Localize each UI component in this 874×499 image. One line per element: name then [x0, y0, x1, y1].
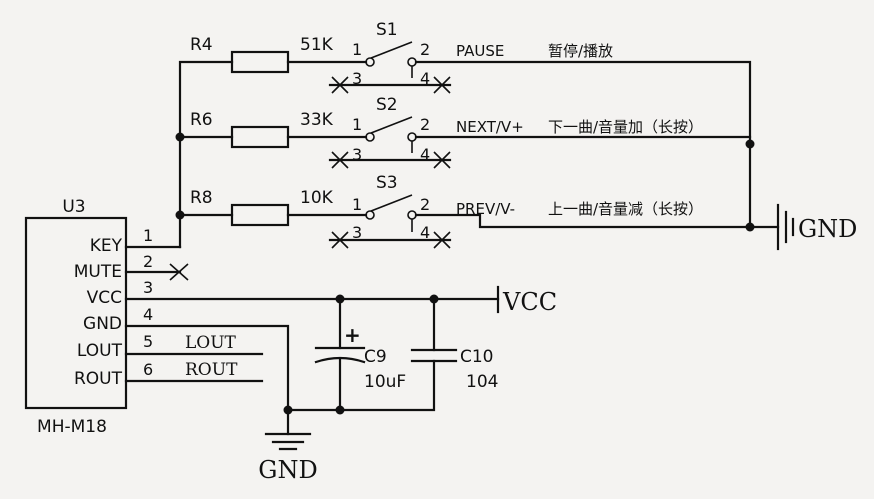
- pin-name-mute: MUTE: [74, 262, 122, 282]
- s3-pin3-no-connect: [331, 231, 349, 249]
- vcc-label: VCC: [502, 288, 557, 316]
- c10-value-label: 104: [466, 372, 498, 392]
- c9-polarity-mark: +: [344, 323, 361, 347]
- s1-pin1-num: 1: [352, 40, 362, 59]
- s1-ref-label: S1: [376, 20, 398, 40]
- s2-ref-label: S2: [376, 95, 398, 115]
- pin-name-lout: LOUT: [77, 341, 123, 361]
- s3-switch-lever: [370, 194, 413, 212]
- s3-contact-1: [365, 210, 375, 220]
- s1-pin3-num: 3: [352, 69, 362, 88]
- pin-num-2: 2: [143, 252, 153, 271]
- s2-net-label: NEXT/V+: [456, 118, 524, 136]
- s3-pin4-num: 4: [420, 223, 430, 242]
- s2-pin4-no-connect: [433, 151, 451, 169]
- mute-no-connect-mark: [169, 263, 189, 281]
- s2-switch-lever: [370, 116, 413, 134]
- junction-dot-c9-gnd: [335, 405, 345, 415]
- c9-plate-bottom: [314, 356, 366, 364]
- s2-pin1-num: 1: [352, 115, 362, 134]
- s2-pin2-num: 2: [420, 115, 430, 134]
- s3-pin1-num: 1: [352, 195, 362, 214]
- gnd-right-label: GND: [798, 215, 857, 243]
- rout-net-label: ROUT: [185, 360, 238, 380]
- r8-resistor: [230, 203, 290, 227]
- s1-function-label: 暂停/播放: [548, 42, 613, 60]
- gnd-wire: [124, 324, 290, 412]
- gnd-bottom-label: GND: [258, 456, 317, 484]
- c9-value-label: 10uF: [364, 372, 406, 392]
- s2-pin3-num: 3: [352, 145, 362, 164]
- u3-part-label: MH-M18: [37, 417, 107, 437]
- r8-value-label: 10K: [300, 188, 334, 208]
- pin-num-5: 5: [143, 332, 153, 351]
- s2-pin3-no-connect: [331, 151, 349, 169]
- button-row-pause: [178, 135, 234, 217]
- pin-name-key: KEY: [90, 236, 123, 256]
- s1-contact-1: [365, 57, 375, 67]
- c10-bottom-lead: [286, 359, 436, 412]
- s1-to-gnd-wire: [414, 60, 752, 229]
- s3-pin2-num: 2: [420, 195, 430, 214]
- r6-resistor: [230, 125, 290, 149]
- s1-switch-lever: [370, 41, 413, 59]
- r8-ref-label: R8: [190, 188, 213, 208]
- s3-pin3-num: 3: [352, 223, 362, 242]
- s3-function-label: 上一曲/音量减（长按）: [548, 200, 703, 218]
- s2-contact-1: [365, 132, 375, 142]
- pin-num-3: 3: [143, 278, 153, 297]
- s1-pin2-num: 2: [420, 40, 430, 59]
- c9-ref-label: C9: [364, 347, 387, 367]
- pin-num-6: 6: [143, 360, 153, 379]
- r6-value-label: 33K: [300, 110, 334, 130]
- s1-pin3-no-connect: [331, 76, 349, 94]
- u3-ref-label: U3: [62, 197, 85, 217]
- pin-num-1: 1: [143, 226, 153, 245]
- lout-net-label: LOUT: [185, 333, 237, 353]
- s1-pin4-num: 4: [420, 69, 430, 88]
- s2-pin4-num: 4: [420, 145, 430, 164]
- pin-name-rout: ROUT: [74, 369, 123, 389]
- r6-ref-label: R6: [190, 110, 213, 130]
- s2-function-label: 下一曲/音量加（长按）: [548, 118, 703, 136]
- junction-dot-s2-gnd: [745, 139, 755, 149]
- s1-pin4-no-connect: [433, 76, 451, 94]
- r4-resistor: [230, 50, 290, 74]
- s3-ref-label: S3: [376, 173, 398, 193]
- pin-num-4: 4: [143, 305, 153, 324]
- s1-contact-2: [407, 57, 417, 67]
- pin-name-gnd: GND: [83, 314, 122, 334]
- s3-contact-2: [407, 210, 417, 220]
- r4-value-label: 51K: [300, 35, 334, 55]
- s3-pin4-no-connect: [433, 231, 451, 249]
- s3-net-label: PREV/V-: [456, 200, 515, 218]
- s3-to-gnd-wire: [414, 213, 752, 229]
- s2-contact-2: [407, 132, 417, 142]
- pin-name-vcc: VCC: [87, 288, 122, 308]
- c10-ref-label: C10: [460, 347, 494, 367]
- key-bus-wire: [178, 60, 234, 249]
- u3-module-body: [24, 216, 128, 410]
- r4-ref-label: R4: [190, 35, 213, 55]
- s1-net-label: PAUSE: [456, 42, 504, 60]
